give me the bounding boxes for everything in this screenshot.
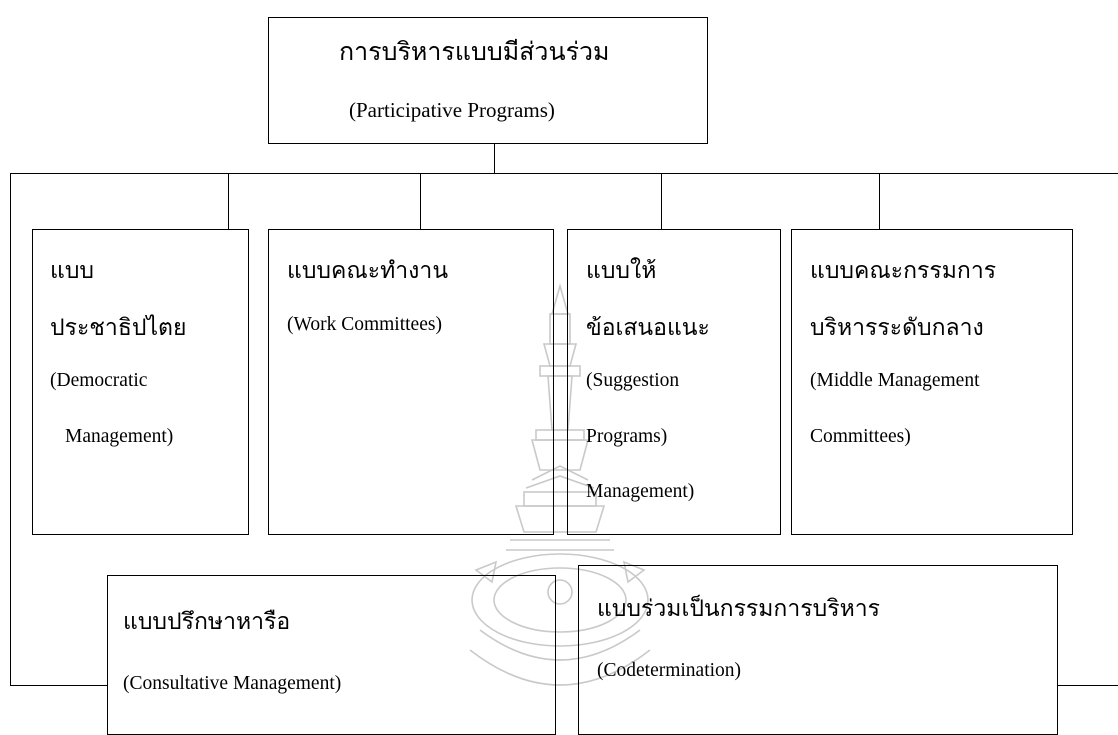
suggestion-line-1: แบบให้ — [586, 258, 657, 284]
drop-middle-line — [879, 173, 881, 230]
drop-suggestion-line — [661, 173, 663, 230]
suggestion-line-2: ข้อเสนอแนะ — [586, 315, 710, 341]
horizontal-bus-line — [10, 173, 1118, 175]
consultative-line-2: (Consultative Management) — [123, 673, 342, 694]
drop-democratic-line — [228, 173, 230, 230]
suggestion-line-4: Programs) — [586, 426, 668, 447]
box-suggestion-programs: แบบให้ ข้อเสนอแนะ (Suggestion Programs) … — [567, 229, 781, 535]
democratic-line-2: ประชาธิปไตย — [50, 315, 187, 341]
middle-line-1: แบบคณะกรรมการ — [810, 258, 997, 284]
work-line-1: แบบคณะทำงาน — [287, 258, 449, 284]
root-stem-line — [494, 144, 496, 174]
box-democratic: แบบ ประชาธิปไตย (Democratic Management) — [32, 229, 249, 535]
middle-line-2: บริหารระดับกลาง — [810, 315, 984, 341]
root-title-th: การบริหารแบบมีส่วนร่วม — [339, 37, 610, 66]
drop-work-line — [420, 173, 422, 230]
box-consultative: แบบปรึกษาหารือ (Consultative Management) — [107, 575, 556, 735]
middle-line-3: (Middle Management — [810, 370, 980, 391]
right-connector-line — [1058, 685, 1118, 687]
consultative-line-1: แบบปรึกษาหารือ — [123, 609, 291, 635]
suggestion-line-5: Management) — [586, 481, 695, 502]
codetermination-line-2: (Codetermination) — [597, 660, 742, 681]
left-bus-vertical-line — [10, 173, 12, 686]
root-title-en: (Participative Programs) — [349, 98, 555, 122]
work-line-2: (Work Committees) — [287, 314, 442, 335]
democratic-line-4: Management) — [65, 426, 174, 447]
box-codetermination: แบบร่วมเป็นกรรมการบริหาร (Codeterminatio… — [578, 565, 1058, 735]
codetermination-line-1: แบบร่วมเป็นกรรมการบริหาร — [597, 596, 881, 622]
democratic-line-3: (Democratic — [50, 370, 148, 391]
box-work-committees: แบบคณะทำงาน (Work Committees) — [268, 229, 554, 535]
middle-line-4: Committees) — [810, 426, 911, 447]
box-middle-management: แบบคณะกรรมการ บริหารระดับกลาง (Middle Ma… — [791, 229, 1073, 535]
root-box: การบริหารแบบมีส่วนร่วม (Participative Pr… — [268, 17, 708, 144]
democratic-line-1: แบบ — [50, 258, 95, 284]
left-bus-bottom-line — [10, 685, 107, 687]
watermark-emblem — [469, 283, 651, 686]
suggestion-line-3: (Suggestion — [586, 370, 680, 391]
